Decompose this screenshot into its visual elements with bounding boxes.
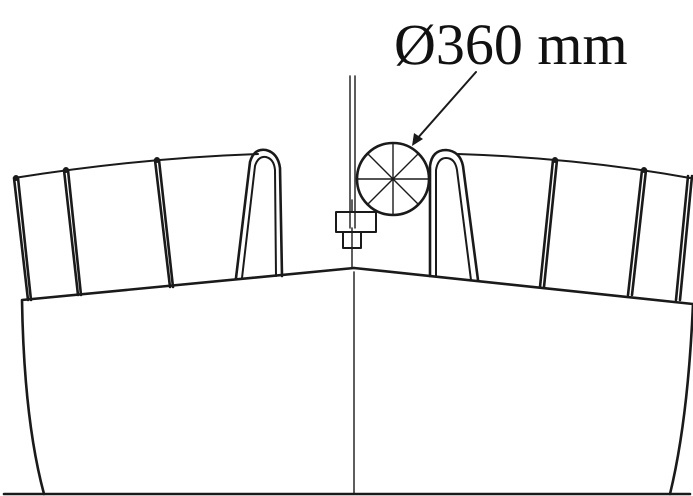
right-stanchions xyxy=(538,157,693,302)
leader-arrowhead xyxy=(412,133,423,146)
mast-pole xyxy=(349,75,356,269)
left-top-rail xyxy=(13,153,259,179)
right-top-rail xyxy=(457,153,691,179)
mounting-bracket xyxy=(335,199,377,249)
left-stanchions xyxy=(12,157,175,302)
diameter-label: Ø360 mm xyxy=(394,12,628,77)
left-hull xyxy=(20,266,356,496)
left-hoop-inner xyxy=(241,155,277,279)
left-hoop xyxy=(234,148,284,280)
right-hoop-inner xyxy=(435,157,472,281)
right-hoop xyxy=(428,148,480,282)
roller-wheel xyxy=(355,141,431,217)
right-hull xyxy=(352,266,693,496)
leader-line xyxy=(415,71,477,141)
